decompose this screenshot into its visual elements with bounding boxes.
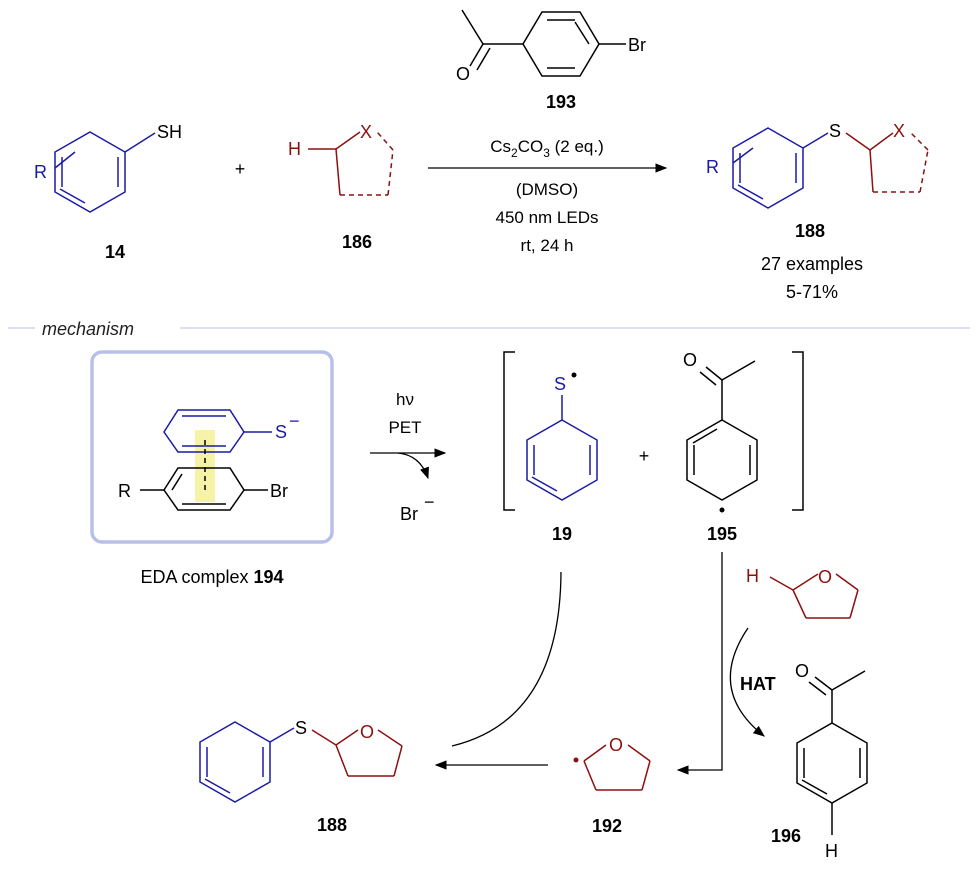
acetophenone-hydrogen: H (825, 841, 838, 861)
acetophenone-oxygen: O (795, 661, 809, 681)
reactant-186-heteroatom: X (360, 122, 372, 142)
compound-label-188-mechanism: 188 (317, 815, 347, 835)
thiyl-radical-sulfur: S (554, 374, 566, 394)
aryl-radical-oxygen: O (683, 350, 697, 370)
product-188-r-group: R (706, 157, 719, 177)
reactant-186-structure (308, 131, 394, 196)
hat-curved-arrow (729, 627, 765, 737)
condition-light: 450 nm LEDs (496, 208, 599, 227)
compound-label-196: 196 (771, 826, 801, 846)
eda-complex-structure (140, 409, 272, 511)
product-188-mechanism-sulfur: S (295, 718, 307, 738)
thf-radical-oxygen: O (609, 735, 623, 755)
mechanism-plus-sign: + (639, 446, 650, 466)
reactant-186-hydrogen: H (288, 139, 301, 159)
condition-time: rt, 24 h (521, 236, 574, 255)
reactant-14-structure (54, 131, 156, 213)
thiol-group-label: SH (157, 122, 182, 142)
bromide-charge: − (424, 492, 435, 512)
reagent-193-structure (461, 9, 626, 77)
eda-complex-box (90, 350, 334, 544)
thiyl-radical-dot (571, 372, 577, 378)
reagent-193-bromine: Br (628, 35, 646, 55)
thiyl-radical-19-structure (526, 395, 598, 501)
product-188-structure (732, 127, 929, 209)
scope-examples: 27 examples (761, 254, 863, 274)
product-188-heteroatom: X (893, 121, 905, 141)
hv-label: hν (396, 390, 414, 409)
compound-label-14: 14 (105, 242, 125, 262)
product-188-sulfur: S (829, 121, 841, 141)
aryl-radical-dot (719, 507, 725, 513)
eda-r-group: R (118, 481, 131, 501)
br-release-arrow (397, 452, 429, 480)
reactant-14-r-group: R (34, 162, 47, 182)
thiyl-coupling-curve (451, 571, 562, 747)
product-188-mechanism-oxygen: O (360, 722, 374, 742)
condition-solvent: (DMSO) (516, 180, 578, 199)
product-188-mechanism-structure (199, 721, 403, 803)
reagent-193-oxygen: O (456, 64, 470, 84)
mechanism-heading: mechanism (42, 319, 134, 339)
eda-bromine: Br (270, 481, 288, 501)
pet-label: PET (388, 418, 421, 437)
thf-hydrogen: H (746, 566, 759, 586)
reactant-plus-sign: + (235, 159, 246, 179)
eda-complex-caption: EDA complex 194 (140, 567, 283, 587)
thf-structure (769, 573, 859, 619)
hat-pathway-arrow (676, 552, 723, 775)
compound-label-193: 193 (546, 92, 576, 112)
thf-oxygen: O (818, 567, 832, 587)
compound-label-192: 192 (592, 816, 622, 836)
compound-label-188: 188 (795, 221, 825, 241)
compound-label-186: 186 (342, 232, 372, 252)
eda-thiolate-sulfur: S (275, 422, 287, 442)
thf-radical-dot (573, 757, 579, 763)
acetophenone-196-structure (796, 670, 868, 835)
bracket-right (792, 351, 804, 511)
compound-label-19: 19 (552, 524, 572, 544)
yield-range: 5-71% (786, 282, 838, 302)
bracket-left (503, 351, 515, 511)
eda-complex-highlight (195, 430, 215, 502)
compound-label-195: 195 (707, 524, 737, 544)
bromide-label: Br (400, 504, 418, 524)
thf-radical-192-structure (583, 744, 651, 791)
eda-thiolate-charge: − (289, 411, 300, 431)
aryl-radical-195-structure (686, 360, 758, 501)
condition-base: Cs2CO3 (2 eq.) (490, 137, 604, 160)
hat-label: HAT (740, 674, 776, 694)
